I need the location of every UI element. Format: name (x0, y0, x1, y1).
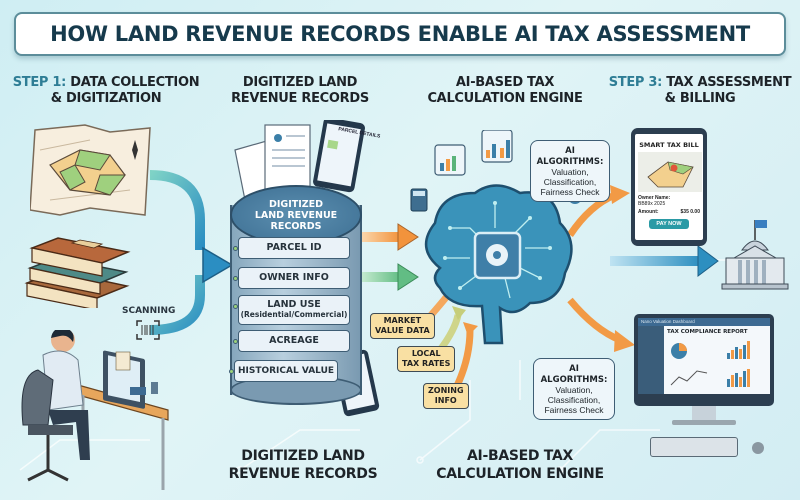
db-field-parcel-id: PARCEL ID (233, 237, 350, 259)
bubble-line: Classification, (543, 177, 597, 187)
page-title: HOW LAND REVENUE RECORDS ENABLE AI TAX A… (50, 22, 750, 46)
engine-line1: AI-BASED TAX (455, 75, 555, 90)
bill-owner-value: BB89x 2025 (638, 201, 666, 207)
heading-step3: STEP 3: TAX ASSESSMENT & BILLING (600, 75, 800, 107)
bill-title: SMART TAX BILL (639, 141, 699, 149)
tag-line: INFO (434, 396, 457, 405)
teal-flow-arrow (130, 170, 234, 335)
dashboard-window-title: Nano Valuation Dashboard (638, 318, 770, 326)
footer-records-label: DIGITIZED LAND REVENUE RECORDS (218, 447, 388, 483)
database-top: DIGITIZED LAND REVENUE RECORDS (230, 185, 362, 245)
bubble-line: Valuation, (555, 385, 593, 395)
tag-line: VALUE DATA (375, 326, 430, 335)
records-database: DIGITIZED LAND REVENUE RECORDS PARCEL ID… (229, 185, 362, 405)
calculator-icon (410, 188, 428, 212)
footer-engine-line2: CALCULATION ENGINE (436, 466, 604, 482)
ledger-books-icon (24, 237, 131, 308)
monitor-stand (692, 406, 716, 420)
pay-now-button[interactable]: PAY NOW (649, 219, 689, 229)
algorithm-bubble-bottom: AI ALGORITHMS: Valuation, Classification… (533, 358, 615, 420)
step3-line2: & BILLING (664, 91, 736, 106)
tag-line: LOCAL (411, 349, 441, 358)
db-field-land-use: LAND USE(Residential/Commercial) (233, 295, 350, 325)
heading-step1: STEP 1: DATA COLLECTION & DIGITIZATION (6, 75, 206, 107)
tag-line: ZONING (428, 386, 464, 395)
footer-engine-line1: AI-BASED TAX (467, 448, 573, 464)
mouse-icon (752, 442, 764, 454)
bubble-line: Valuation, (551, 167, 589, 177)
algorithm-bubble-top: AI ALGORITHMS: Valuation, Classification… (530, 140, 610, 202)
smart-tax-bill-tablet: SMART TAX BILL Owner Name: BB89x 2025 Am… (631, 128, 707, 246)
bubble-line: Fairness Check (540, 187, 600, 197)
footer-records-line1: DIGITIZED LAND (241, 448, 365, 464)
bubble-line: Fairness Check (544, 405, 604, 415)
report-charts (670, 341, 750, 387)
step3-line1: TAX ASSESSMENT (666, 75, 792, 90)
government-building-icon (721, 220, 789, 290)
analytics-bubble-icons (434, 130, 513, 176)
bill-map-icon (638, 152, 702, 192)
clerk-at-desk-illustration (21, 330, 169, 490)
engine-line2: CALCULATION ENGINE (427, 91, 583, 106)
footer-records-line2: REVENUE RECORDS (228, 466, 378, 482)
monitor-base (672, 420, 736, 425)
tag-line: TAX RATES (402, 359, 451, 368)
field-sublabel: (Residential/Commercial) (240, 310, 348, 319)
field-label: HISTORICAL VALUE (237, 366, 335, 376)
records-line2: REVENUE RECORDS (231, 91, 369, 106)
title-banner: HOW LAND REVENUE RECORDS ENABLE AI TAX A… (14, 12, 786, 56)
db-field-acreage: ACREAGE (233, 330, 350, 352)
field-label: OWNER INFO (259, 272, 329, 283)
heading-engine: AI-BASED TAX CALCULATION ENGINE (420, 75, 590, 107)
records-to-engine-arrows (360, 223, 419, 291)
db-title-line1: DIGITIZED (268, 198, 324, 210)
field-label: LAND USE (267, 299, 321, 310)
heading-records: DIGITIZED LAND REVENUE RECORDS (215, 75, 385, 107)
field-label: PARCEL ID (266, 242, 322, 253)
db-title-line2: LAND REVENUE (254, 209, 338, 221)
dashboard-sidebar (638, 326, 664, 394)
db-title-line3: RECORDS (270, 220, 322, 232)
bill-amount-value: $35 0.00 (680, 209, 700, 215)
step1-line2: & DIGITIZATION (50, 91, 162, 106)
db-field-historical-value: HISTORICAL VALUE (229, 360, 338, 382)
compliance-dashboard-monitor: Nano Valuation Dashboard TAX COMPLIANCE … (634, 314, 774, 406)
barcode-scan-icon (136, 320, 160, 340)
land-map-icon (30, 124, 151, 216)
bubble-title: AI ALGORITHMS: (540, 364, 608, 385)
bill-owner-label: Owner Name: (638, 195, 671, 201)
db-field-owner-info: OWNER INFO (233, 267, 350, 289)
ai-brain-icon (425, 184, 573, 345)
engine-to-billing-arrows (567, 185, 719, 352)
bubble-title: AI ALGORITHMS: (536, 146, 604, 167)
step1-line1: DATA COLLECTION (70, 75, 200, 90)
records-line1: DIGITIZED LAND (242, 75, 358, 90)
tag-line: MARKET (383, 316, 422, 325)
keyboard-icon (650, 437, 738, 457)
bubble-line: Classification, (547, 395, 601, 405)
bill-amount-label: Amount: (638, 209, 659, 215)
step3-label: STEP 3: (608, 75, 663, 90)
field-label: ACREAGE (269, 335, 319, 346)
step1-label: STEP 1: (12, 75, 67, 90)
scanning-label: SCANNING (122, 306, 176, 316)
report-title: TAX COMPLIANCE REPORT (667, 329, 748, 335)
footer-engine-label: AI-BASED TAX CALCULATION ENGINE (425, 447, 615, 483)
